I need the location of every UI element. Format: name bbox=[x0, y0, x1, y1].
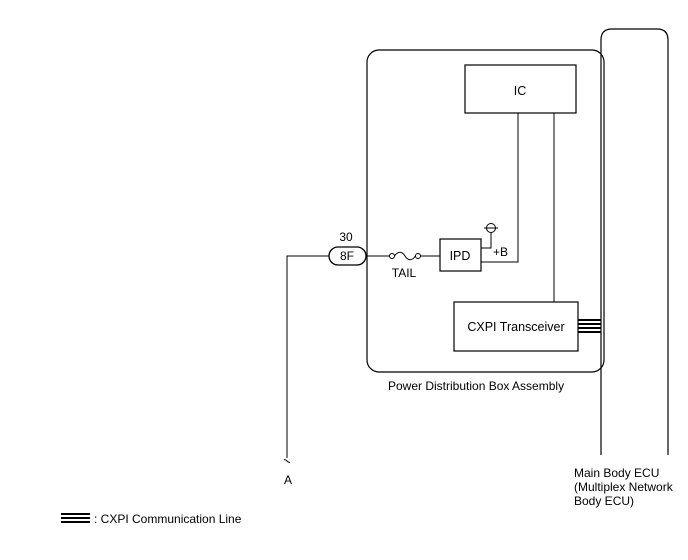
terminal-a-label: A bbox=[284, 473, 292, 487]
connector-code: 8F bbox=[340, 249, 354, 263]
cxpi-transceiver-block bbox=[453, 301, 579, 352]
power-distribution-box-outline bbox=[366, 49, 605, 373]
battery-label: +B bbox=[493, 245, 508, 259]
connector-to-a-wire bbox=[286, 255, 329, 458]
ic-label: IC bbox=[514, 84, 527, 98]
main-body-ecu-panel bbox=[600, 28, 669, 455]
fuse-left-terminal bbox=[389, 253, 395, 259]
ecu-label-line-3: Body ECU) bbox=[574, 494, 634, 508]
fuse-label: TAIL bbox=[392, 266, 417, 280]
ecu-label-line-1: Main Body ECU bbox=[574, 466, 659, 480]
wire-break-icon bbox=[283, 459, 291, 463]
legend-cxpi-line-icon bbox=[61, 513, 90, 523]
battery-wire bbox=[481, 232, 492, 249]
cxpi-transceiver-label: CXPI Transceiver bbox=[467, 320, 564, 334]
cxpi-communication-line bbox=[578, 319, 601, 333]
legend-text: : CXPI Communication Line bbox=[94, 512, 242, 526]
ecu-label-line-2: (Multiplex Network bbox=[574, 480, 674, 494]
connector-pin: 30 bbox=[339, 230, 353, 244]
fuse-icon bbox=[394, 251, 416, 261]
fuse-right-terminal bbox=[415, 253, 421, 259]
ipd-label: IPD bbox=[450, 249, 471, 263]
ic-block bbox=[464, 64, 577, 114]
ic-to-ipd-wire bbox=[481, 113, 519, 263]
assembly-label: Power Distribution Box Assembly bbox=[388, 379, 564, 393]
ipd-block bbox=[439, 238, 482, 272]
